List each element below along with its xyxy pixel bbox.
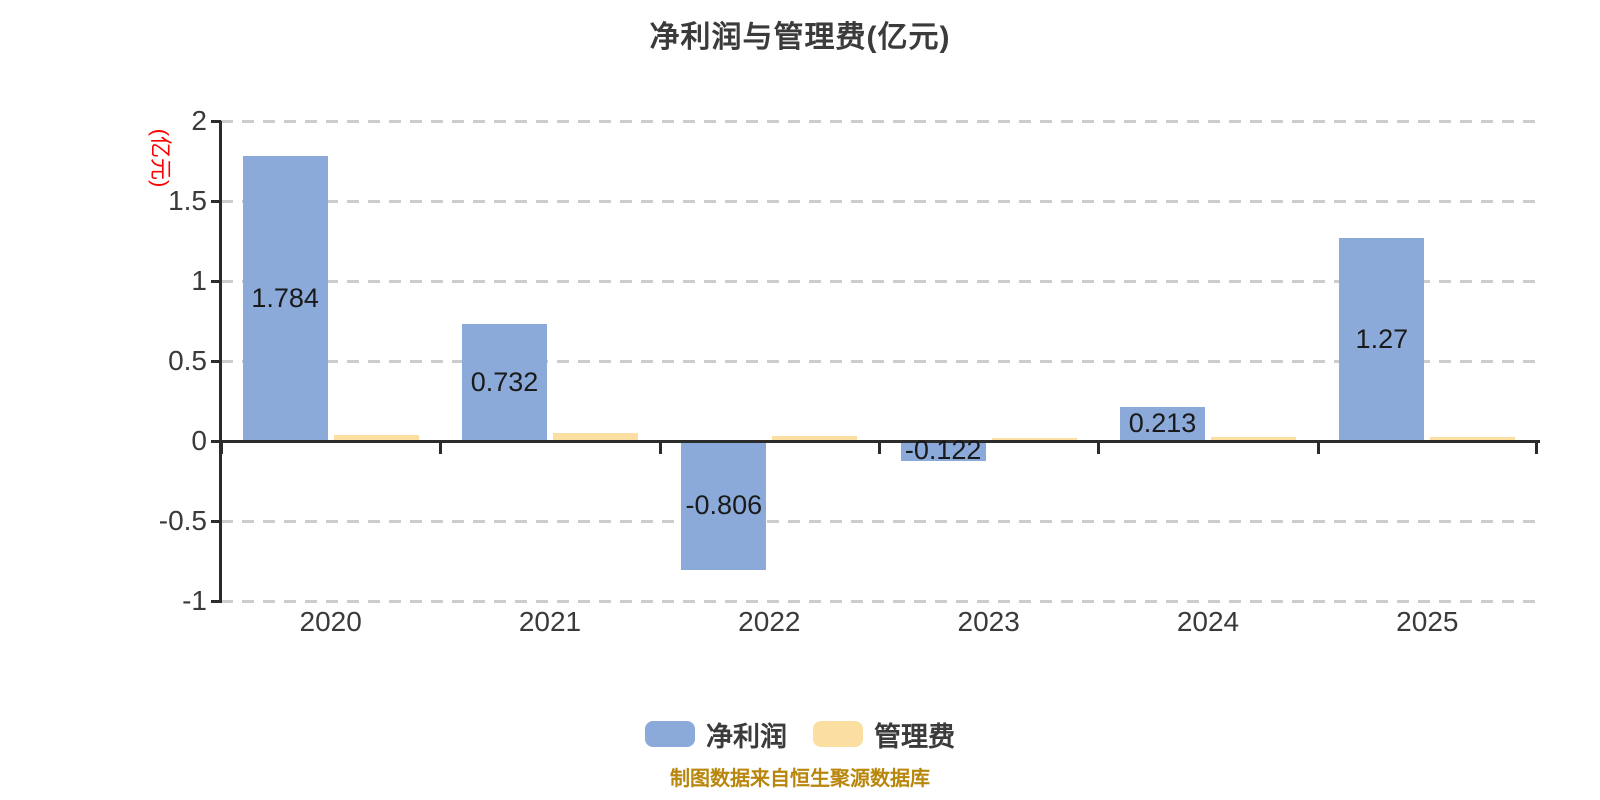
bar-net-profit-2020[interactable] — [242, 155, 328, 442]
legend-label-net-profit: 净利润 — [706, 721, 787, 752]
bar-value-label-2021: 0.732 — [470, 366, 539, 397]
gridline-1 — [221, 280, 1540, 283]
y-tick-mark — [211, 440, 221, 443]
bar-management-fee-2023[interactable] — [991, 437, 1077, 442]
y-tick-label--1: -1 — [182, 585, 207, 616]
bar-net-profit-2023[interactable] — [900, 441, 986, 461]
x-tick-mark — [658, 441, 662, 454]
bar-net-profit-2021[interactable] — [462, 323, 547, 442]
gridline-0.5 — [221, 360, 1540, 363]
legend-item-management-fee[interactable]: 管理费 — [813, 715, 955, 754]
chart-title: 净利润与管理费(亿元) — [649, 21, 951, 54]
y-tick-mark — [211, 120, 221, 123]
data-source-note: 制图数据来自恒生聚源数据库 — [670, 768, 930, 790]
gridline-2 — [221, 120, 1540, 123]
bar-value-label-2020: 1.784 — [251, 282, 319, 313]
y-tick-label-1: 1 — [191, 265, 207, 296]
x-axis-label-2020: 2020 — [299, 606, 362, 637]
gridline--0.5 — [221, 520, 1540, 523]
x-tick-mark — [878, 441, 881, 454]
x-tick-mark — [1097, 441, 1101, 454]
y-tick-label-0.5: 0.5 — [168, 345, 207, 376]
legend-item-net-profit[interactable]: 净利润 — [645, 715, 787, 754]
x-axis-label-2025: 2025 — [1396, 606, 1459, 637]
management-fee-swatch — [813, 721, 863, 747]
gridline--1 — [221, 600, 1540, 603]
x-tick-mark — [1535, 441, 1538, 454]
y-tick-label-0: 0 — [191, 425, 207, 456]
x-axis-label-2021: 2021 — [518, 606, 582, 637]
gridline-1.5 — [221, 200, 1540, 203]
y-tick-mark — [211, 280, 221, 283]
y-tick-mark — [211, 600, 221, 603]
bar-management-fee-2024[interactable] — [1211, 437, 1296, 442]
x-axis-label-2023: 2023 — [957, 606, 1020, 637]
bar-value-label-2022: -0.806 — [685, 489, 763, 520]
bar-net-profit-2022[interactable] — [681, 441, 767, 570]
bar-management-fee-2021[interactable] — [553, 433, 638, 442]
y-tick-label-2: 2 — [191, 105, 207, 136]
x-axis-label-2024: 2024 — [1176, 606, 1240, 637]
bar-net-profit-2024[interactable] — [1120, 406, 1205, 442]
bar-management-fee-2020[interactable] — [333, 434, 419, 442]
y-tick-label-1.5: 1.5 — [168, 185, 207, 216]
legend-label-management-fee: 管理费 — [874, 721, 955, 752]
x-tick-mark — [439, 441, 443, 454]
x-axis-label-2022: 2022 — [738, 606, 801, 637]
y-tick-mark — [211, 360, 221, 363]
bar-net-profit-2025[interactable] — [1339, 237, 1425, 442]
bar-management-fee-2025[interactable] — [1430, 436, 1516, 442]
x-tick-mark — [1316, 441, 1320, 454]
y-axis-line — [219, 121, 222, 603]
y-tick-label--0.5: -0.5 — [158, 505, 207, 536]
legend: 净利润 管理费 — [0, 716, 1600, 752]
net-profit-swatch — [645, 721, 695, 747]
bar-value-label-2025: 1.27 — [1355, 323, 1409, 354]
bar-value-label-2023: -0.122 — [904, 435, 982, 466]
bar-management-fee-2022[interactable] — [772, 435, 858, 442]
y-tick-mark — [211, 520, 221, 523]
y-tick-mark — [211, 200, 221, 203]
bar-value-label-2024: 0.213 — [1128, 408, 1197, 439]
x-axis-line — [219, 440, 1540, 443]
